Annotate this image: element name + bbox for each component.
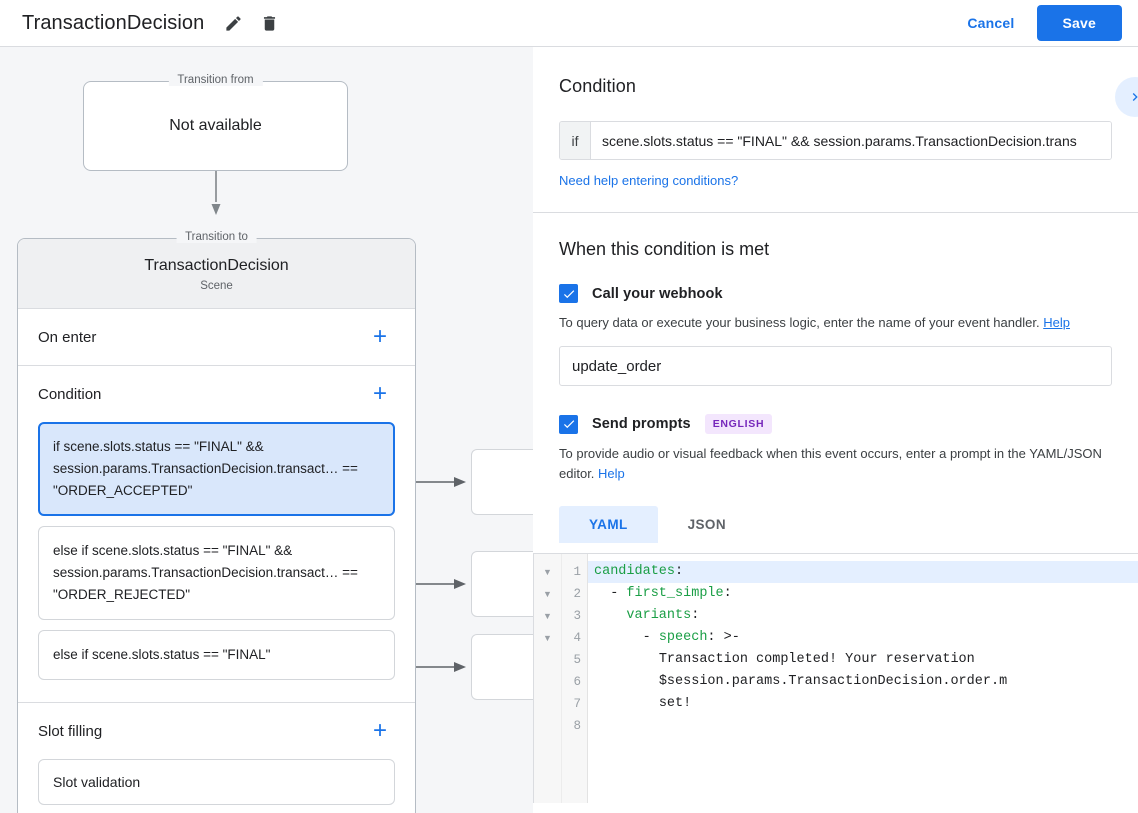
fold-blank bbox=[534, 671, 561, 693]
add-condition-button[interactable]: + bbox=[372, 380, 387, 407]
fold-blank bbox=[534, 715, 561, 737]
code-line[interactable]: $session.params.TransactionDecision.orde… bbox=[658, 674, 1008, 689]
line-number: 4 bbox=[573, 631, 581, 645]
if-label: if bbox=[560, 122, 591, 159]
condition-input-row[interactable]: if bbox=[559, 121, 1112, 160]
add-on-enter-button[interactable]: + bbox=[372, 323, 387, 350]
target-node-3[interactable] bbox=[471, 634, 533, 700]
transition-from-value: Not available bbox=[169, 117, 262, 134]
webhook-handler-input[interactable] bbox=[559, 346, 1112, 386]
condition-item-3[interactable]: else if scene.slots.status == "FINAL" bbox=[38, 630, 395, 680]
fold-blank bbox=[534, 649, 561, 671]
page-title: TransactionDecision bbox=[22, 11, 205, 34]
prompts-description-text: To provide audio or visual feedback when… bbox=[559, 446, 1102, 481]
fold-arrow-icon[interactable]: ▼ bbox=[543, 567, 552, 577]
section-on-enter-title: On enter bbox=[38, 328, 97, 346]
pencil-icon bbox=[226, 15, 241, 31]
top-bar: TransactionDecision Cancel Save bbox=[0, 0, 1138, 47]
send-prompts-checkbox[interactable] bbox=[559, 414, 578, 434]
when-met-heading: When this condition is met bbox=[559, 239, 770, 259]
call-webhook-label: Call your webhook bbox=[592, 285, 723, 302]
target-node-2[interactable] bbox=[471, 551, 533, 617]
add-slot-filling-button[interactable]: + bbox=[372, 717, 387, 744]
line-number: 3 bbox=[573, 609, 581, 623]
yaml-editor[interactable]: ▼ ▼ ▼ ▼ 1 2 3 4 5 6 7 8 candidates: - first_simple… bbox=[533, 553, 1138, 803]
language-badge: ENGLISH bbox=[704, 414, 773, 434]
line-number: 6 bbox=[573, 675, 581, 689]
edit-name-button[interactable] bbox=[218, 8, 248, 38]
tab-json[interactable]: JSON bbox=[687, 517, 726, 532]
condition-expression-input[interactable] bbox=[591, 122, 1111, 159]
check-icon bbox=[563, 289, 574, 298]
webhook-description-text: To query data or execute your business l… bbox=[559, 315, 1040, 330]
transition-from-legend: Transition from bbox=[168, 74, 263, 86]
line-number: 5 bbox=[573, 653, 581, 667]
tab-yaml[interactable]: YAML bbox=[559, 506, 658, 543]
collapse-panel-button[interactable] bbox=[1115, 77, 1138, 117]
section-slot-filling: Slot filling + Slot validation bbox=[18, 703, 415, 805]
section-condition-title: Condition bbox=[38, 385, 102, 403]
code-line[interactable]: - speech: >- bbox=[594, 630, 740, 645]
condition-section: Condition if Need help entering conditio… bbox=[533, 47, 1138, 212]
details-panel: Condition if Need help entering conditio… bbox=[533, 47, 1138, 813]
fold-arrow-icon[interactable]: ▼ bbox=[543, 589, 552, 599]
send-prompts-label: Send prompts bbox=[592, 416, 691, 432]
prompts-help-link[interactable]: Help bbox=[598, 466, 625, 481]
fold-blank bbox=[534, 693, 561, 715]
section-slot-filling-header: Slot filling + bbox=[38, 703, 395, 759]
prompts-description: To provide audio or visual feedback when… bbox=[559, 444, 1112, 484]
chevron-right-icon bbox=[1132, 93, 1138, 101]
line-number: 8 bbox=[573, 719, 581, 733]
scene-card-title: TransactionDecision bbox=[144, 257, 289, 274]
scene-card: Transition to TransactionDecision Scene … bbox=[17, 231, 416, 813]
code-line[interactable]: variants: bbox=[626, 608, 700, 623]
delete-button[interactable] bbox=[254, 8, 284, 38]
when-met-section: When this condition is met Call your web… bbox=[533, 213, 1138, 543]
condition-item-1[interactable]: if scene.slots.status == "FINAL" && sess… bbox=[38, 422, 395, 516]
condition-help-link[interactable]: Need help entering conditions? bbox=[559, 173, 739, 188]
scene-card-subtitle: Scene bbox=[200, 280, 233, 292]
code-line[interactable]: candidates: bbox=[588, 561, 1138, 583]
line-number: 1 bbox=[573, 565, 581, 579]
editor-code-area[interactable]: candidates: - first_simple: variants: - … bbox=[588, 554, 1138, 803]
webhook-check-row: Call your webhook bbox=[559, 284, 1112, 303]
code-line[interactable] bbox=[588, 715, 1138, 737]
section-slot-filling-title: Slot filling bbox=[38, 722, 103, 740]
save-button[interactable]: Save bbox=[1036, 5, 1122, 41]
section-condition-header: Condition + bbox=[38, 366, 395, 422]
fold-arrow-icon[interactable]: ▼ bbox=[543, 611, 552, 621]
cancel-button[interactable]: Cancel bbox=[953, 6, 1028, 40]
call-webhook-checkbox[interactable] bbox=[559, 284, 578, 303]
code-line[interactable]: Transaction completed! Your reservation bbox=[658, 652, 975, 667]
condition-heading: Condition bbox=[559, 76, 636, 96]
condition-list: if scene.slots.status == "FINAL" && sess… bbox=[38, 422, 395, 702]
section-on-enter-header: On enter + bbox=[38, 309, 395, 365]
scene-card-header[interactable]: TransactionDecision Scene bbox=[18, 239, 415, 309]
fold-arrow-icon[interactable]: ▼ bbox=[543, 633, 552, 643]
check-icon bbox=[563, 420, 574, 429]
transition-from-card[interactable]: Transition from Not available bbox=[83, 74, 348, 171]
editor-fold-gutter[interactable]: ▼ ▼ ▼ ▼ bbox=[534, 554, 562, 803]
trash-icon bbox=[263, 15, 275, 31]
section-condition: Condition + if scene.slots.status == "FI… bbox=[18, 366, 415, 703]
editor-line-numbers: 1 2 3 4 5 6 7 8 bbox=[562, 554, 588, 803]
condition-help-line: Need help entering conditions? bbox=[559, 172, 1112, 212]
scene-canvas[interactable]: Transition from Not available Transition… bbox=[0, 47, 533, 813]
condition-item-2[interactable]: else if scene.slots.status == "FINAL" &&… bbox=[38, 526, 395, 620]
panel-divider bbox=[533, 212, 1138, 213]
section-on-enter: On enter + bbox=[18, 309, 415, 366]
target-node-1[interactable] bbox=[471, 449, 533, 515]
code-line[interactable]: set! bbox=[658, 696, 692, 711]
slot-validation-item[interactable]: Slot validation bbox=[38, 759, 395, 805]
webhook-description: To query data or execute your business l… bbox=[559, 313, 1112, 333]
prompts-check-row: Send prompts ENGLISH bbox=[559, 414, 1112, 434]
webhook-help-link[interactable]: Help bbox=[1043, 315, 1070, 330]
line-number: 7 bbox=[573, 697, 581, 711]
editor-format-tabs: YAML JSON bbox=[559, 506, 1112, 543]
line-number: 2 bbox=[573, 587, 581, 601]
code-line[interactable]: - first_simple: bbox=[594, 586, 732, 601]
transition-to-legend: Transition to bbox=[176, 231, 257, 243]
